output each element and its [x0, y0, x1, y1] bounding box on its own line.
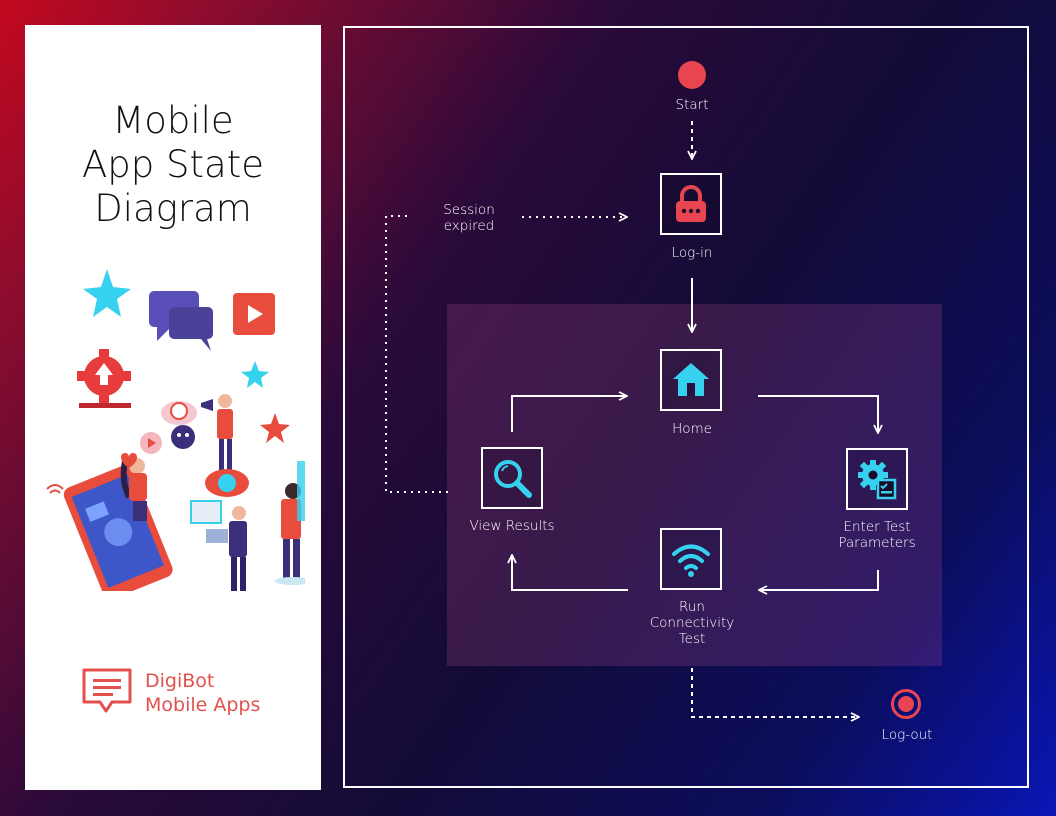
arrow-session-expired — [385, 215, 448, 493]
arrow-run-view — [512, 556, 628, 591]
test-cycle-region — [447, 304, 942, 666]
view-results-label: View Results — [469, 518, 555, 534]
login-label: Log-in — [671, 245, 713, 261]
page-title: Mobile App State Diagram — [82, 99, 264, 230]
login-node — [660, 173, 722, 235]
run-test-label: Run Connectivity Test — [649, 599, 735, 647]
arrow-run-logout — [691, 668, 858, 717]
run-test-node — [660, 528, 722, 590]
view-results-node — [481, 447, 543, 509]
diagram-frame — [343, 26, 1029, 788]
mobile-app-illustration — [46, 269, 305, 591]
side-panel: Mobile App State Diagram — [25, 25, 321, 790]
enter-test-node — [846, 448, 908, 510]
magnifier-icon — [494, 460, 532, 498]
home-node — [660, 349, 722, 411]
arrow-enter-run — [760, 570, 879, 590]
star-icon — [83, 269, 131, 317]
brand-name: DigiBot Mobile Apps — [145, 670, 261, 716]
end-state — [891, 689, 921, 719]
chat-logo-icon — [82, 668, 132, 713]
gear-checklist-icon — [858, 460, 897, 500]
star-icon — [260, 413, 290, 443]
arrow-view-home — [511, 396, 626, 432]
start-state — [678, 61, 706, 89]
wifi-icon — [672, 544, 710, 577]
start-label: Start — [675, 97, 709, 113]
enter-test-label: Enter Test Parameters — [838, 519, 916, 551]
session-expired-label: Session expired — [443, 202, 495, 234]
home-label: Home — [672, 421, 712, 437]
arrow-home-enter — [758, 395, 878, 432]
logout-label: Log-out — [881, 727, 933, 743]
lock-icon — [676, 185, 706, 222]
house-icon — [673, 363, 709, 396]
star-icon — [241, 361, 269, 388]
